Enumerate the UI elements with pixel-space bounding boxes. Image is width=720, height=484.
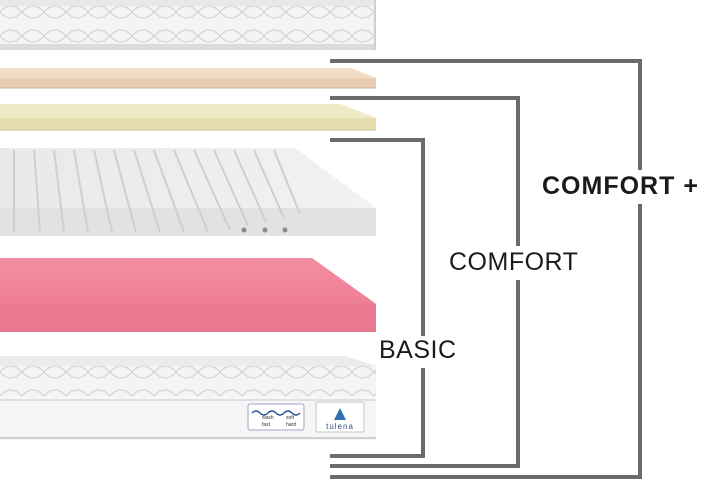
top-cover-layer: [0, 0, 376, 50]
brand-logo-icon: [334, 408, 346, 420]
tier-label-basic: BASIC: [379, 336, 457, 364]
tier-label-comfort: COMFORT: [449, 248, 579, 276]
label-hard: hard: [286, 422, 296, 428]
yellow-topper-layer: [0, 104, 376, 131]
brand-tag: tulena: [315, 401, 365, 433]
label-fast: fast: [262, 422, 271, 428]
brand-name: tulena: [326, 422, 354, 431]
label-soft: soft: [286, 415, 295, 421]
tier-label-comfort-plus: COMFORT +: [542, 172, 699, 200]
pink-foam-layer: [0, 258, 376, 332]
label-wash: wash: [262, 415, 274, 421]
comfort-bracket: [330, 96, 520, 468]
beige-topper-layer: [0, 68, 376, 89]
basic-bracket: [330, 138, 425, 458]
care-label: wash soft fast hard: [247, 403, 305, 431]
comfort-plus-bracket: [330, 59, 642, 479]
white-foam-layer: [0, 148, 376, 236]
